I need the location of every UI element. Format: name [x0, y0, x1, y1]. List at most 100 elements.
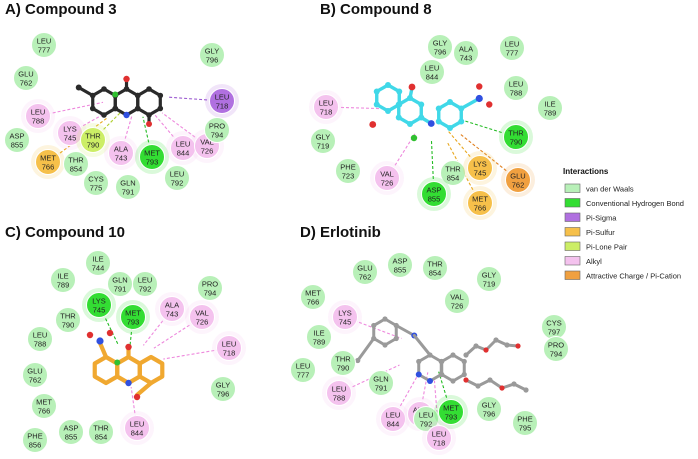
interaction-line	[430, 139, 435, 195]
carbon-atom	[355, 357, 361, 364]
residue-name: LEU	[130, 420, 145, 429]
residue-circle	[58, 419, 84, 445]
oxygen-atom	[146, 121, 153, 127]
residue-circle	[332, 304, 358, 330]
residue-number: 788	[34, 340, 47, 349]
residue-circle	[300, 284, 326, 310]
residue-name: CYS	[546, 319, 561, 328]
residue-name: GLN	[112, 276, 127, 285]
residue-circle	[204, 117, 230, 143]
residue-number: 792	[139, 285, 152, 294]
residue-name: GLU	[18, 70, 33, 79]
oxygen-atom	[476, 83, 483, 90]
residue-circle	[444, 288, 470, 314]
residue-number: 777	[297, 371, 310, 380]
residue-number: 844	[426, 73, 439, 82]
legend-swatch	[564, 212, 581, 222]
residue-name: THR	[85, 132, 101, 141]
residue-number: 794	[550, 350, 563, 359]
residue-circle	[209, 88, 235, 114]
residue-name: ASP	[63, 424, 78, 433]
residue-name: PHE	[340, 163, 355, 172]
residue-circle	[159, 296, 185, 322]
residue-number: 790	[337, 364, 350, 373]
oxygen-atom	[106, 329, 114, 337]
residue-circle	[139, 144, 165, 170]
interaction-line	[167, 96, 223, 102]
residue-number: 796	[483, 410, 496, 419]
carbon-atom	[134, 92, 141, 99]
residue-number: 789	[57, 281, 70, 290]
interaction-line	[161, 112, 208, 147]
nitrogen-atom	[475, 94, 483, 103]
legend-label: Pi-Sigma	[586, 214, 617, 223]
ring-bond	[113, 87, 140, 117]
residue-number: 719	[317, 142, 330, 151]
residue-number: 844	[387, 420, 400, 429]
legend-swatch	[564, 198, 581, 208]
residue-name: LYS	[338, 309, 352, 318]
residue-number: 718	[320, 108, 333, 117]
residue-name: GLU	[27, 367, 42, 376]
carbon-atom	[157, 92, 164, 99]
residue-circle	[124, 415, 150, 441]
panel-title: D) Erlotinib	[300, 224, 381, 241]
carbon-atom	[373, 88, 380, 95]
legend-label: van der Waals	[586, 185, 634, 194]
carbon-atom	[101, 86, 107, 92]
residue-number: 844	[177, 149, 190, 158]
legend-title: Interactions	[563, 167, 609, 176]
residue-circle	[419, 59, 445, 85]
residue-circle	[330, 350, 356, 376]
residue-name: MET	[144, 149, 160, 158]
residue-name: GLU	[357, 264, 372, 273]
residue-name: PHE	[517, 415, 532, 424]
residue-number: 777	[38, 46, 51, 55]
residue-name: LEU	[432, 430, 447, 439]
bond	[356, 337, 376, 362]
residue-number: 745	[93, 306, 106, 315]
residue-number: 796	[217, 390, 230, 399]
carbon-atom	[504, 342, 510, 348]
residue-circle	[413, 406, 439, 432]
residue-name: THR	[93, 424, 109, 433]
residue-name: LEU	[222, 340, 237, 349]
residue-circle	[108, 140, 134, 166]
carbon-atom	[382, 316, 388, 322]
residue-number: 762	[512, 181, 525, 190]
residue-name: ILE	[92, 255, 103, 264]
residue-number: 726	[381, 179, 394, 188]
legend-label: Pi-Lone Pair	[586, 243, 628, 252]
residue-circle	[368, 370, 394, 396]
residue-circle	[543, 336, 569, 362]
carbon-atom	[523, 387, 529, 393]
residue-circle	[374, 165, 400, 191]
residue-number: 743	[115, 154, 128, 163]
oxygen-atom	[86, 331, 94, 339]
residue-circle	[164, 165, 190, 191]
residue-name: MET	[40, 154, 56, 163]
residue-number: 775	[90, 184, 103, 193]
carbon-atom	[475, 383, 481, 389]
residue-number: 726	[201, 147, 214, 156]
residue-circle	[380, 406, 406, 432]
residue-circle	[326, 380, 352, 406]
